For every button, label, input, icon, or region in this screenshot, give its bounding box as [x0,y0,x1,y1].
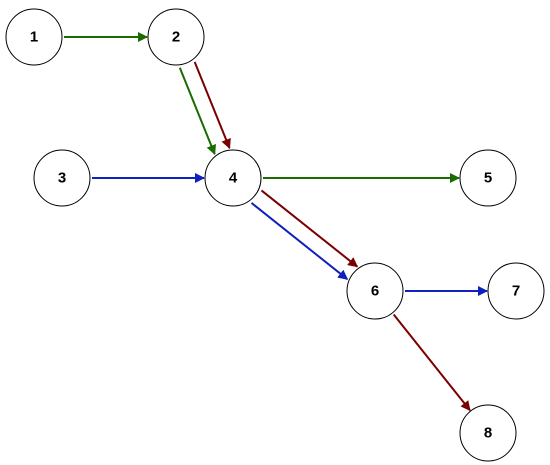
node-8-circle [459,404,517,462]
nodes-layer: 1 2 3 4 5 6 7 8 [5,8,545,462]
edge-2-to-4-green [178,67,216,156]
node-1-circle [5,8,63,66]
node-5: 5 [459,149,517,207]
node-1-label: 1 [30,29,38,46]
edges-layer [64,32,488,412]
edge-4-to-6-blue [250,202,349,280]
node-3-label: 3 [58,170,66,187]
node-6-label: 6 [371,283,379,300]
node-8-label: 8 [484,425,492,442]
node-3: 3 [33,149,91,207]
edge-6-to-8-darkred [392,313,471,412]
edge-2-to-4-darkred [193,61,231,150]
node-6-circle [346,262,404,320]
node-4-circle [204,149,262,207]
node-3-circle [33,149,91,207]
node-2: 2 [147,8,205,66]
node-7-label: 7 [512,283,520,300]
node-7-circle [487,262,545,320]
node-2-label: 2 [172,29,180,46]
node-1: 1 [5,8,63,66]
node-4-label: 4 [229,170,238,187]
node-4: 4 [204,149,262,207]
node-8: 8 [459,404,517,462]
node-2-circle [147,8,205,66]
node-5-label: 5 [484,170,492,187]
node-7: 7 [487,262,545,320]
node-6: 6 [346,262,404,320]
node-5-circle [459,149,517,207]
edge-4-to-6-darkred [260,189,359,268]
